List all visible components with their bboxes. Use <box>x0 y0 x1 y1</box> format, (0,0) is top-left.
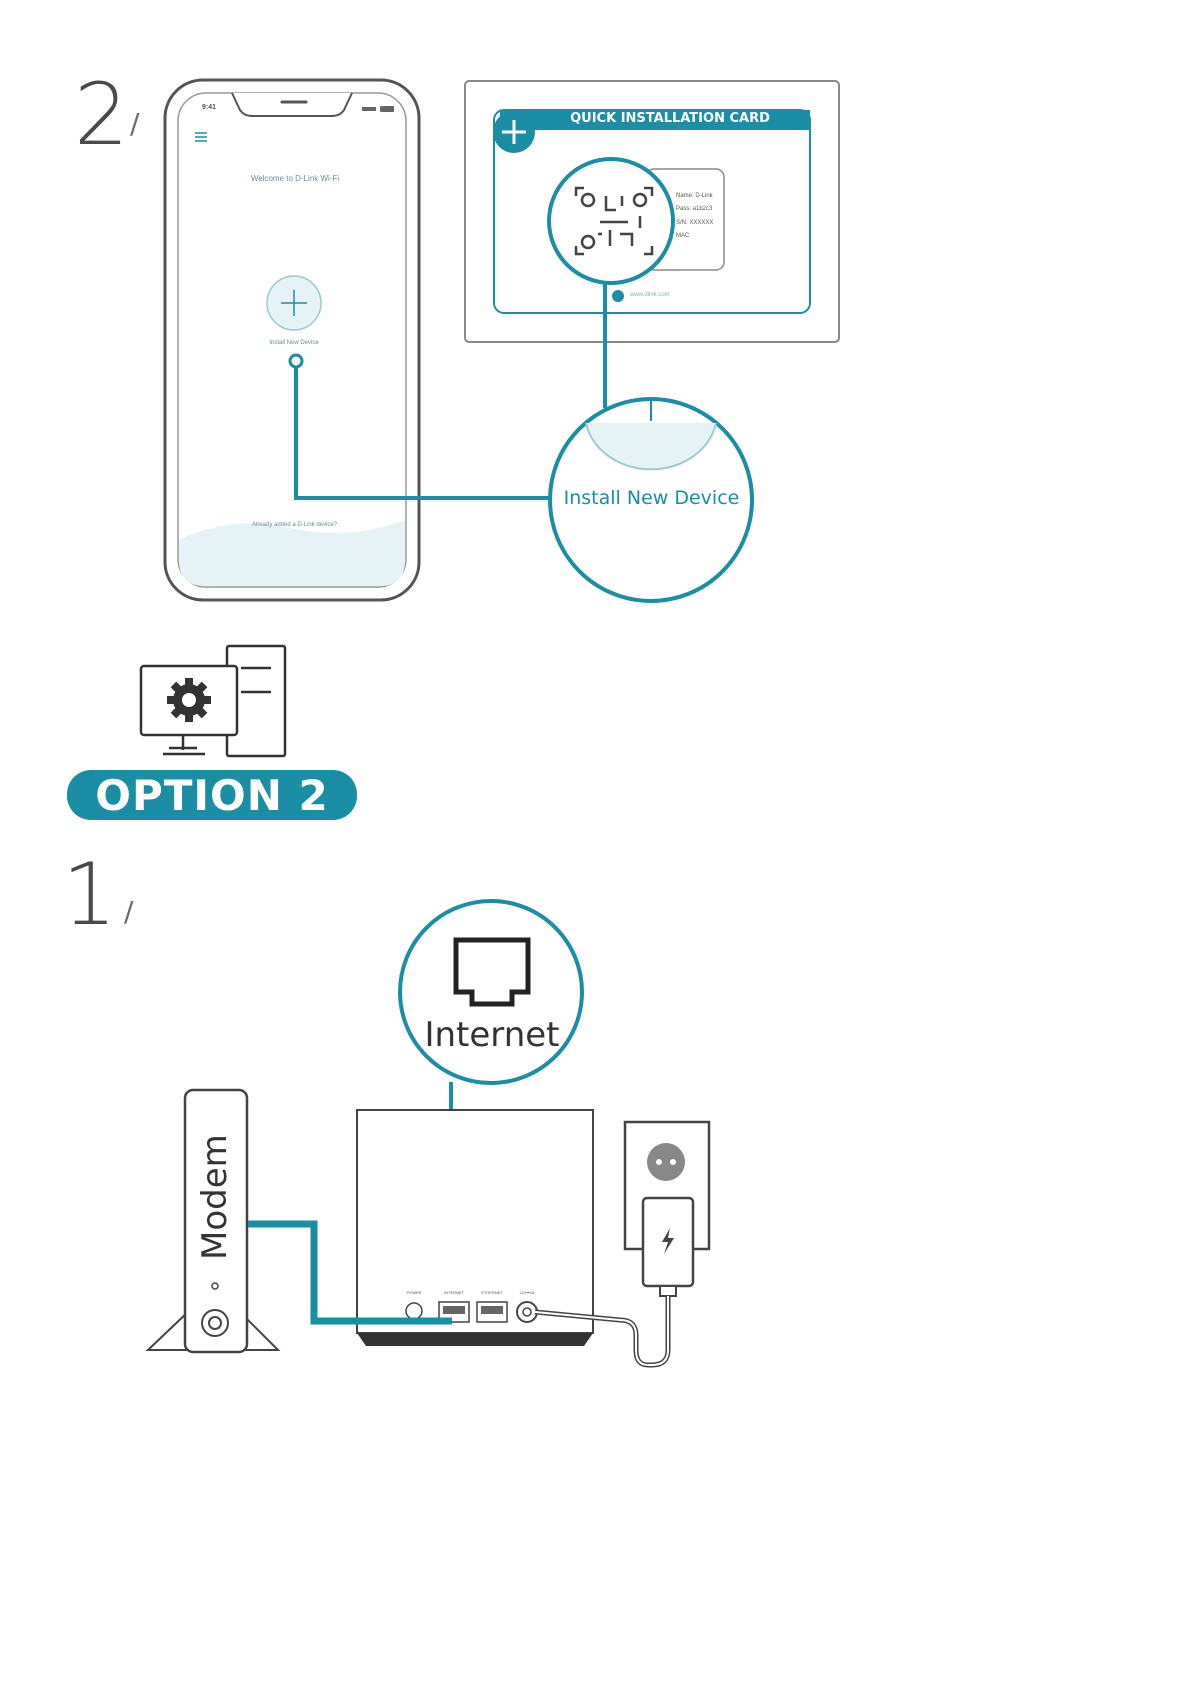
card-plus-icon <box>493 111 535 153</box>
port-label-dc: 12V⎓1A <box>512 1290 542 1295</box>
phone-install-label: Install New Device <box>244 340 344 346</box>
gear-icon <box>167 678 211 722</box>
card-side-line-2: Pass: a1b2c3 <box>676 206 712 212</box>
card-side-line-3: S/N: XXXXXX <box>676 220 713 226</box>
computer-settings-icon <box>135 640 295 760</box>
port-label-ethernet: ETHERNET <box>476 1290 508 1295</box>
phone-footer-text: Already added a D-Link device? <box>222 522 367 528</box>
phone-status-time: 9:41 <box>202 104 216 111</box>
internet-label: Internet <box>402 1015 582 1055</box>
add-device-plus-icon <box>267 276 321 330</box>
install-new-device-label: Install New Device <box>554 487 749 509</box>
port-label-internet: INTERNET <box>438 1290 470 1295</box>
card-side-line-1: Name: D-Link <box>676 193 713 199</box>
router-device <box>357 1110 593 1346</box>
modem-label: Modem <box>195 1140 235 1260</box>
step-2-illustration <box>0 0 1190 620</box>
card-footer-url: www.dlink.com <box>630 292 670 298</box>
option-2-badge: OPTION 2 <box>67 770 357 820</box>
phone-welcome-text: Welcome to D-Link Wi-Fi <box>215 174 375 183</box>
card-title: QUICK INSTALLATION CARD <box>540 111 800 126</box>
step-1-illustration <box>0 880 1190 1380</box>
port-label-power: POWER <box>400 1290 428 1295</box>
card-side-line-4: MAC <box>676 233 689 239</box>
dlink-logo-icon <box>612 290 624 302</box>
